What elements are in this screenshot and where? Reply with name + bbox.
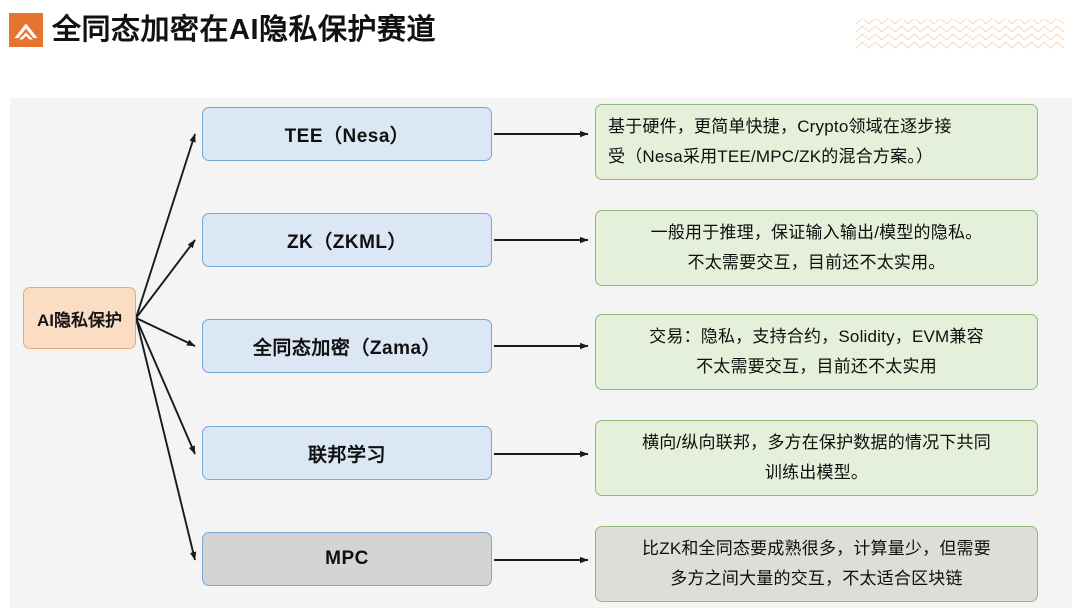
page-title: 全同态加密在AI隐私保护赛道 <box>52 14 437 46</box>
connector-arrows <box>135 130 589 564</box>
category-node-mpc[interactable]: MPC <box>202 532 492 586</box>
description-line: 受（Nesa采用TEE/MPC/ZK的混合方案。） <box>608 147 934 166</box>
description-node-fhe-zama[interactable]: 交易：隐私，支持合约，Solidity，EVM兼容 不太需要交互，目前还不太实用 <box>595 314 1038 390</box>
category-node-zk[interactable]: ZK（ZKML） <box>202 213 492 267</box>
description-line: 横向/纵向联邦，多方在保护数据的情况下共同 <box>642 433 991 452</box>
category-node-federated-learning[interactable]: 联邦学习 <box>202 426 492 480</box>
page-header: 全同态加密在AI隐私保护赛道 <box>0 0 1080 72</box>
root-node-ai-privacy[interactable]: AI隐私保护 <box>23 287 136 349</box>
description-node-zk[interactable]: 一般用于推理，保证输入输出/模型的隐私。 不太需要交互，目前还不太实用。 <box>595 210 1038 286</box>
description-line: 比ZK和全同态要成熟很多，计算量少，但需要 <box>642 539 991 558</box>
description-node-federated-learning[interactable]: 横向/纵向联邦，多方在保护数据的情况下共同 训练出模型。 <box>595 420 1038 496</box>
description-line: 多方之间大量的交互，不太适合区块链 <box>670 569 963 588</box>
description-node-mpc[interactable]: 比ZK和全同态要成熟很多，计算量少，但需要 多方之间大量的交互，不太适合区块链 <box>595 526 1038 602</box>
brand-logo-icon <box>9 13 43 47</box>
category-node-tee[interactable]: TEE（Nesa） <box>202 107 492 161</box>
description-line: 不太需要交互，目前还不太实用 <box>696 357 937 376</box>
zigzag-pattern-band-icon <box>856 17 1064 52</box>
description-line: 训练出模型。 <box>764 463 869 482</box>
diagram-canvas: AI隐私保护 TEE（Nesa） 基于硬件，更简单快捷，Crypto领域在逐步接… <box>10 98 1072 608</box>
description-line: 基于硬件，更简单快捷，Crypto领域在逐步接 <box>608 117 952 136</box>
description-node-tee[interactable]: 基于硬件，更简单快捷，Crypto领域在逐步接 受（Nesa采用TEE/MPC/… <box>595 104 1038 180</box>
description-line: 交易：隐私，支持合约，Solidity，EVM兼容 <box>649 327 984 346</box>
category-node-fhe-zama[interactable]: 全同态加密（Zama） <box>202 319 492 373</box>
description-line: 不太需要交互，目前还不太实用。 <box>687 253 946 272</box>
description-line: 一般用于推理，保证输入输出/模型的隐私。 <box>650 223 983 242</box>
